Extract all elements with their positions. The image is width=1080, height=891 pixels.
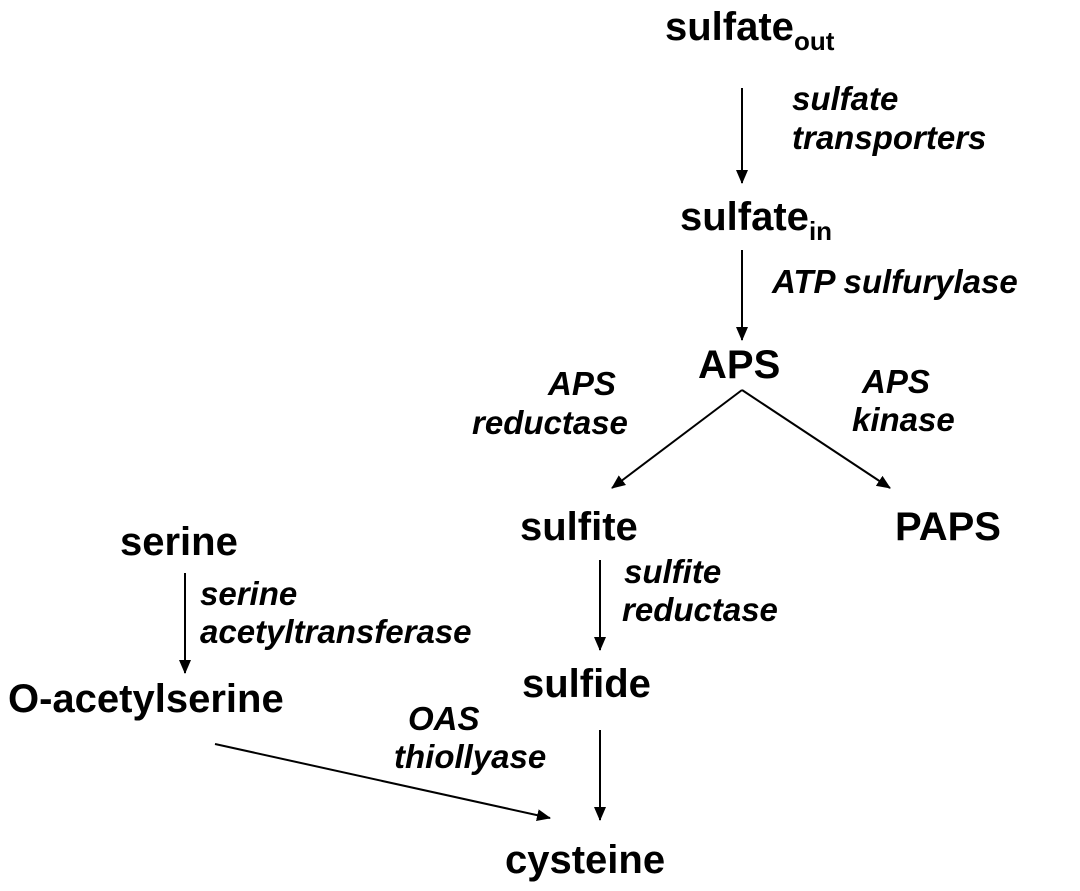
metabolite-sulfate-in: sulfatein [680,195,832,246]
metabolite-sulfide: sulfide [522,662,651,706]
enzyme-sulfate-transporters: sulfate transporters [792,80,986,156]
metabolite-serine: serine [120,520,238,564]
arrow-aps-to-paps [741,389,891,489]
enzyme-sulfite-reductase: sulfite reductase [622,553,778,628]
arrow-o-acetylserine-to-cysteine [214,743,551,822]
metabolite-o-acetylserine: O-acetylserine [8,677,284,721]
arrow-aps-to-sulfite [611,389,743,489]
enzyme-aps-kinase: APS kinase [852,363,955,438]
metabolite-sulfite: sulfite [520,505,638,549]
enzyme-atp-sulfurylase: ATP sulfurylase [771,263,1018,300]
enzyme-aps-reductase: APS reductase [472,365,628,441]
metabolite-paps: PAPS [895,505,1001,549]
enzyme-oas-thiollyase: OAS thiollyase [394,700,546,775]
metabolite-sulfate-out: sulfateout [665,5,835,56]
enzyme-serine-acetyltransferase: serine acetyltransferase [200,575,472,650]
metabolite-aps: APS [698,343,780,387]
metabolite-cysteine: cysteine [505,838,665,882]
